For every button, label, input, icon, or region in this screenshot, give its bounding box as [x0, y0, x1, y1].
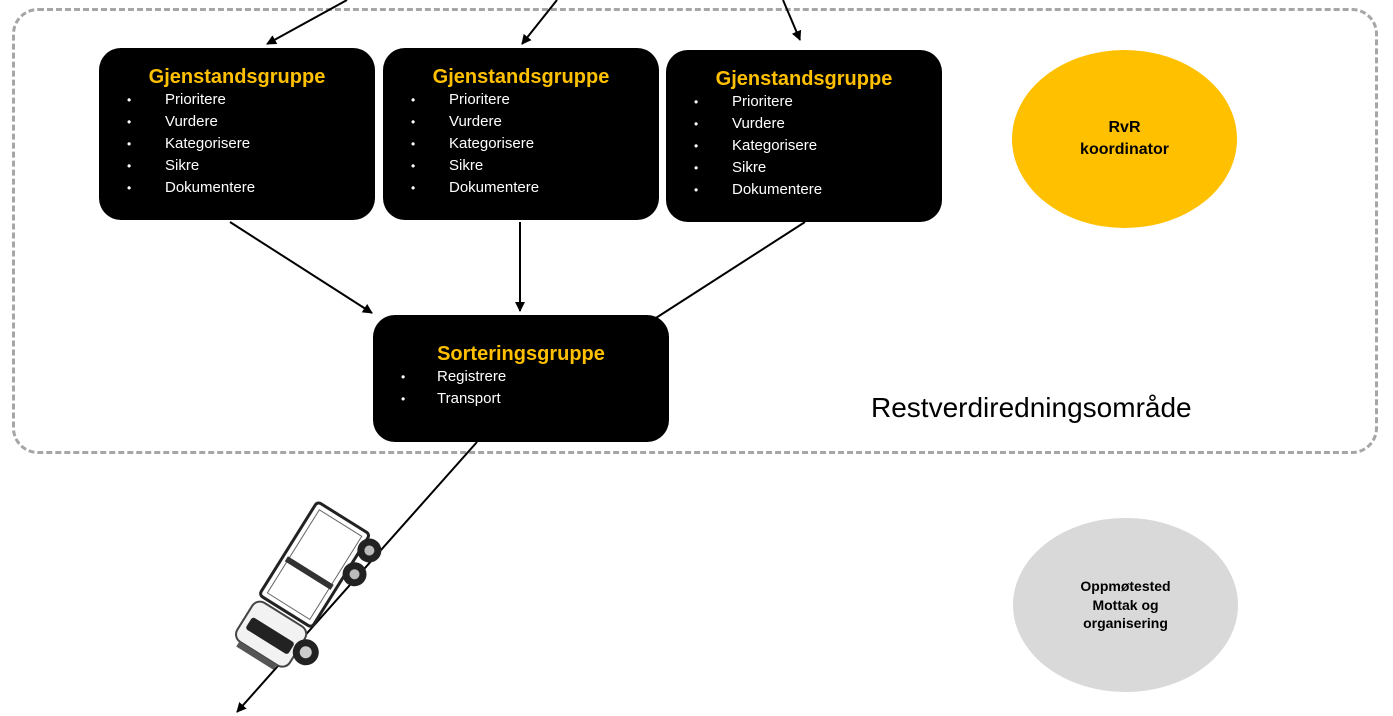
- meeting-point-label: Oppmøtested Mottak og organisering: [1080, 577, 1171, 632]
- list-item: •Kategorisere: [666, 135, 942, 157]
- coordinator-label: RvR koordinator: [1080, 119, 1169, 158]
- sorting-task-list: •Registrere •Transport: [373, 366, 669, 410]
- list-item: •Registrere: [373, 366, 669, 388]
- arrow-group3-to-sorting: [644, 221, 806, 326]
- arrow-group1-to-sorting: [229, 221, 373, 314]
- bullet-icon: •: [127, 181, 132, 195]
- sorteringsgruppe-box: Sorteringsgruppe •Registrere •Transport: [373, 315, 669, 442]
- list-item: •Vurdere: [99, 111, 375, 133]
- list-item: •Sikre: [666, 157, 942, 179]
- list-item: •Sikre: [99, 155, 375, 177]
- list-item: •Prioritere: [666, 91, 942, 113]
- bullet-icon: •: [411, 93, 416, 107]
- meeting-point-circle: Oppmøtested Mottak og organisering: [1013, 518, 1238, 692]
- group-task-list: •Prioritere •Vurdere •Kategorisere •Sikr…: [666, 91, 942, 201]
- list-item: •Dokumentere: [666, 179, 942, 201]
- list-item: •Vurdere: [666, 113, 942, 135]
- list-item: •Transport: [373, 388, 669, 410]
- gjenstandsgruppe-box-1: Gjenstandsgruppe •Prioritere •Vurdere •K…: [99, 48, 375, 220]
- bullet-icon: •: [127, 93, 132, 107]
- area-label: Restverdiredningsområde: [871, 392, 1192, 423]
- list-item: •Prioritere: [99, 89, 375, 111]
- bullet-icon: •: [401, 392, 406, 406]
- bullet-icon: •: [411, 115, 416, 129]
- list-item: •Dokumentere: [383, 177, 659, 199]
- truck-icon: [235, 501, 382, 670]
- bullet-icon: •: [401, 370, 406, 384]
- bullet-icon: •: [694, 183, 699, 197]
- bullet-icon: •: [127, 137, 132, 151]
- group-title: Gjenstandsgruppe: [715, 68, 893, 90]
- group-title: Gjenstandsgruppe: [148, 66, 326, 88]
- restverdiredning-area: [12, 8, 1378, 454]
- group-title: Gjenstandsgruppe: [432, 66, 610, 88]
- bullet-icon: •: [694, 95, 699, 109]
- bullet-icon: •: [694, 161, 699, 175]
- bullet-icon: •: [411, 137, 416, 151]
- bullet-icon: •: [411, 181, 416, 195]
- group-task-list: •Prioritere •Vurdere •Kategorisere •Sikr…: [383, 89, 659, 199]
- list-item: •Sikre: [383, 155, 659, 177]
- bullet-icon: •: [127, 115, 132, 129]
- list-item: •Kategorisere: [383, 133, 659, 155]
- bullet-icon: •: [411, 159, 416, 173]
- arrow-incoming-1: [266, 0, 348, 45]
- list-item: •Dokumentere: [99, 177, 375, 199]
- arrow-incoming-2: [521, 0, 558, 45]
- list-item: •Kategorisere: [99, 133, 375, 155]
- rvr-coordinator-circle: RvR koordinator: [1012, 50, 1237, 228]
- list-item: •Prioritere: [383, 89, 659, 111]
- gjenstandsgruppe-box-2: Gjenstandsgruppe •Prioritere •Vurdere •K…: [383, 48, 659, 220]
- bullet-icon: •: [694, 139, 699, 153]
- gjenstandsgruppe-box-3: Gjenstandsgruppe •Prioritere •Vurdere •K…: [666, 50, 942, 222]
- group-task-list: •Prioritere •Vurdere •Kategorisere •Sikr…: [99, 89, 375, 199]
- bullet-icon: •: [127, 159, 132, 173]
- bullet-icon: •: [694, 117, 699, 131]
- list-item: •Vurdere: [383, 111, 659, 133]
- sorting-title: Sorteringsgruppe: [437, 343, 605, 365]
- arrow-incoming-3: [782, 0, 802, 41]
